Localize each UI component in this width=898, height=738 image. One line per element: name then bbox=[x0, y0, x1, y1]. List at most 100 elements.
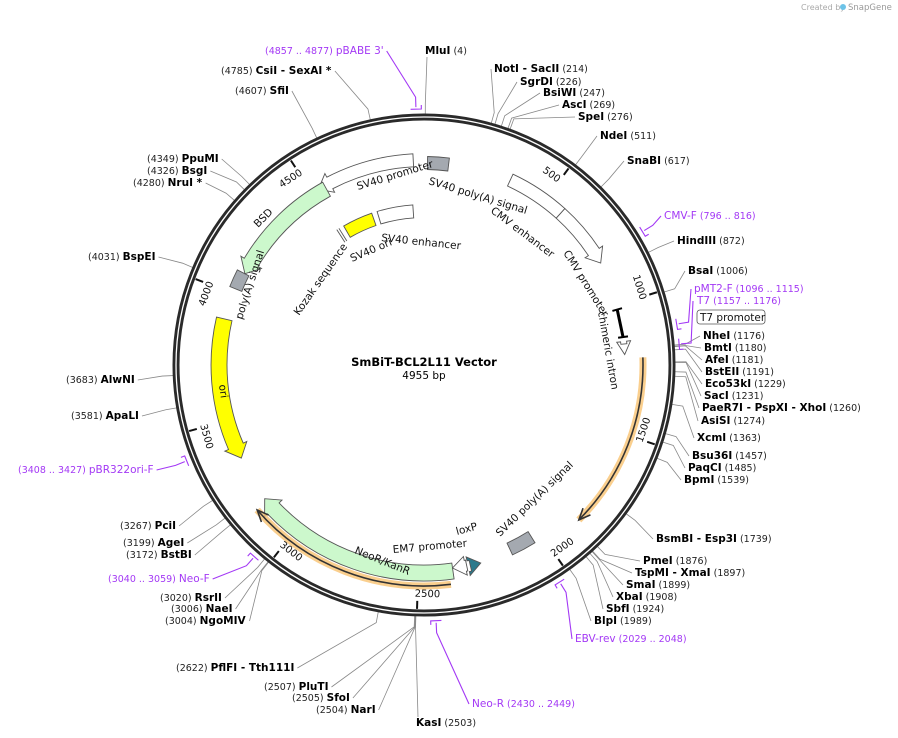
orf-arc-2[interactable] bbox=[254, 507, 452, 590]
feature-label: T7 promoter bbox=[699, 312, 766, 324]
enzyme-site-label[interactable]: NheI (1176) bbox=[703, 330, 765, 342]
enzyme-site-label[interactable]: BmtI (1180) bbox=[704, 342, 767, 354]
enzyme-site-label[interactable]: SacI (1231) bbox=[704, 390, 763, 402]
enzyme-site-label[interactable]: (4326) BsgI bbox=[147, 165, 207, 177]
enzyme-position: 2622 bbox=[180, 663, 204, 674]
feature-label[interactable]: SV40 poly(A) signal bbox=[494, 459, 576, 539]
feature-label[interactable]: EM7 promoter bbox=[392, 537, 468, 556]
sv40-promoter-arrow[interactable] bbox=[317, 153, 415, 193]
enzyme-site-label[interactable]: BlpI (1989) bbox=[594, 615, 652, 627]
enzyme-site-label[interactable]: (3581) ApaLI bbox=[71, 410, 139, 422]
enzyme-site-label[interactable]: BstEII (1191) bbox=[705, 366, 774, 378]
enzyme-site-label[interactable]: KasI (2503) bbox=[416, 717, 476, 729]
enzyme-site-label[interactable]: PaeR7I - PspXI - XhoI (1260) bbox=[702, 402, 861, 414]
t7-promoter-label[interactable]: T7 promoter bbox=[696, 309, 766, 325]
enzyme-site-label[interactable]: (4349) PpuMI bbox=[147, 153, 219, 165]
enzyme-name: AscI bbox=[562, 99, 587, 111]
primer-label[interactable]: pMT2-F (1096 .. 1115) bbox=[694, 283, 804, 295]
feature-label[interactable]: Kozak sequence bbox=[292, 241, 350, 317]
enzyme-site-label[interactable]: (3267) PciI bbox=[120, 520, 176, 532]
enzyme-site-label[interactable]: SbfI (1924) bbox=[606, 603, 664, 615]
enzyme-site-label[interactable]: (4280) NruI * bbox=[133, 177, 203, 189]
cmv-promoter-arrow[interactable] bbox=[555, 207, 604, 264]
enzyme-site-label[interactable]: AscI (269) bbox=[562, 99, 615, 111]
enzyme-name: NaeI bbox=[206, 603, 233, 615]
enzyme-site-label[interactable]: BsaI (1006) bbox=[688, 265, 748, 277]
enzyme-position: 276 bbox=[611, 112, 629, 123]
enzyme-position: 3199 bbox=[127, 538, 151, 549]
enzyme-position: 226 bbox=[560, 77, 578, 88]
enzyme-site-label[interactable]: PmeI (1876) bbox=[643, 555, 707, 567]
primer-label[interactable]: T7 (1157 .. 1176) bbox=[696, 295, 781, 307]
enzyme-site-label[interactable]: (3020) RsrII bbox=[160, 592, 222, 604]
enzyme-leader-line bbox=[415, 615, 419, 718]
chimeric-intron-bar[interactable] bbox=[612, 307, 629, 339]
primer-label[interactable]: CMV-F (796 .. 816) bbox=[664, 210, 756, 222]
enzyme-leader-line bbox=[671, 403, 695, 439]
sv40-polya-signal-box[interactable] bbox=[426, 156, 450, 172]
sv40-enhancer-box[interactable] bbox=[376, 204, 415, 225]
enzyme-site-label[interactable]: SmaI (1899) bbox=[626, 579, 690, 591]
enzyme-leader-line bbox=[674, 371, 700, 409]
polya-signal-box[interactable] bbox=[229, 269, 250, 292]
enzyme-site-label[interactable]: (2504) NarI bbox=[316, 704, 376, 716]
sv40-ori-box[interactable] bbox=[343, 212, 377, 238]
enzyme-site-label[interactable]: MluI (4) bbox=[425, 45, 467, 57]
enzyme-site-label[interactable]: NdeI (511) bbox=[600, 130, 656, 142]
enzyme-site-label[interactable]: HindIII (872) bbox=[677, 235, 745, 247]
feature-label[interactable]: SV40 ori bbox=[348, 236, 393, 264]
enzyme-site-label[interactable]: Bsu36I (1457) bbox=[692, 450, 767, 462]
feature-label[interactable]: chimeric intron bbox=[595, 310, 621, 390]
enzyme-site-label[interactable]: AsiSI (1274) bbox=[701, 415, 765, 427]
enzyme-site-label[interactable]: (2507) PluTI bbox=[264, 681, 328, 693]
orf-arc-1[interactable] bbox=[576, 357, 647, 523]
enzyme-site-label[interactable]: (3004) NgoMIV bbox=[165, 615, 247, 627]
enzyme-site-label[interactable]: (2505) SfoI bbox=[292, 692, 350, 704]
enzyme-site-label[interactable]: (2622) PflFI - Tth111I bbox=[176, 662, 294, 674]
primer-label[interactable]: Neo-R (2430 .. 2449) bbox=[472, 698, 575, 710]
enzyme-name: PflFI - Tth111I bbox=[211, 662, 295, 674]
ori-arrow[interactable] bbox=[210, 316, 248, 459]
enzyme-site-label[interactable]: SnaBI (617) bbox=[627, 155, 690, 167]
feature-label[interactable]: SV40 enhancer bbox=[381, 232, 462, 252]
bsd-arrow[interactable] bbox=[240, 181, 332, 275]
enzyme-site-label[interactable]: XbaI (1908) bbox=[616, 591, 677, 603]
enzyme-site-label[interactable]: SpeI (276) bbox=[578, 111, 633, 123]
enzyme-leader-line bbox=[592, 550, 633, 574]
enzyme-site-label[interactable]: NotI - SacII (214) bbox=[494, 63, 588, 75]
neor-kanr-arrow[interactable] bbox=[264, 498, 455, 582]
enzyme-site-label[interactable]: (3683) AlwNI bbox=[66, 374, 135, 386]
loxp-arrow[interactable] bbox=[465, 556, 482, 577]
enzyme-site-label[interactable]: (4607) SfiI bbox=[235, 85, 289, 97]
enzyme-site-label[interactable]: (4031) BspEI bbox=[88, 251, 156, 263]
enzyme-site-label[interactable]: Eco53kI (1229) bbox=[705, 378, 786, 390]
enzyme-site-label[interactable]: BsmBI - Esp3I (1739) bbox=[656, 533, 772, 545]
primer-name: pBR322ori-F bbox=[89, 464, 154, 476]
primer-label[interactable]: (4857 .. 4877) pBABE 3' bbox=[265, 45, 384, 57]
em7-promoter-arrow[interactable] bbox=[451, 555, 469, 576]
enzyme-site-label[interactable]: AfeI (1181) bbox=[705, 354, 763, 366]
feature-label[interactable]: ori bbox=[216, 384, 230, 399]
enzyme-site-label[interactable]: (4785) CsiI - SexAI * bbox=[221, 65, 332, 77]
feature-label[interactable]: CMV promoter bbox=[560, 248, 611, 319]
enzyme-site-label[interactable]: PaqCI (1485) bbox=[688, 462, 756, 474]
enzyme-position: 269 bbox=[593, 100, 611, 111]
enzyme-site-label[interactable]: XcmI (1363) bbox=[697, 432, 761, 444]
sv40-polya-signal-box-2[interactable] bbox=[506, 530, 536, 556]
enzyme-site-label[interactable]: (3172) BstBI bbox=[126, 549, 192, 561]
enzyme-leader-line bbox=[331, 615, 416, 688]
enzyme-leader-line bbox=[589, 553, 614, 598]
enzyme-site-label[interactable]: BsiWI (247) bbox=[543, 87, 605, 99]
chimeric-intron-arrow[interactable] bbox=[615, 340, 632, 356]
enzyme-site-label[interactable]: BpmI (1539) bbox=[684, 474, 749, 486]
primer-label[interactable]: EBV-rev (2029 .. 2048) bbox=[575, 633, 687, 645]
enzyme-site-label[interactable]: (3006) NaeI bbox=[171, 603, 233, 615]
enzyme-site-label[interactable]: TspMI - XmaI (1897) bbox=[635, 567, 745, 579]
enzyme-site-label[interactable]: SgrDI (226) bbox=[520, 76, 581, 88]
enzyme-position: 214 bbox=[566, 64, 584, 75]
primer-label[interactable]: (3408 .. 3427) pBR322ori-F bbox=[18, 464, 154, 476]
primer-label[interactable]: (3040 .. 3059) Neo-F bbox=[108, 573, 210, 585]
enzyme-position: 1181 bbox=[735, 355, 759, 366]
enzyme-site-label[interactable]: (3199) AgeI bbox=[123, 537, 184, 549]
feature-label[interactable]: loxP bbox=[455, 521, 479, 538]
